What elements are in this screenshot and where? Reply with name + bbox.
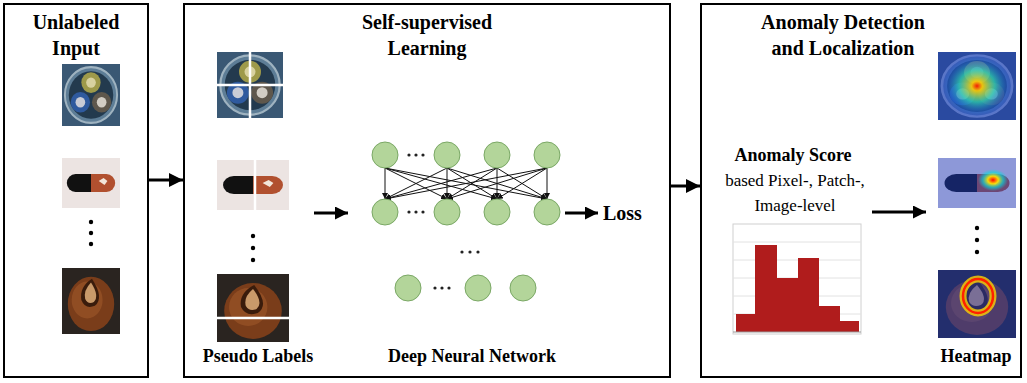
neuron (510, 275, 536, 301)
hazelnut-photo (217, 274, 289, 342)
heat-overlay (938, 270, 1016, 338)
ellipsis-dot (407, 210, 410, 213)
drawing-part (149, 180, 700, 186)
ellipsis-dot (414, 153, 417, 156)
ellipsis-dot (251, 258, 255, 262)
loss-label: Loss (603, 201, 642, 225)
neuron (534, 199, 560, 225)
neuron (434, 142, 460, 168)
network-link (547, 168, 548, 199)
neuron (484, 199, 510, 225)
network-link (385, 168, 447, 199)
histogram-bar (798, 258, 819, 332)
cut-line (217, 84, 283, 87)
ellipsis-dot (251, 246, 255, 250)
panel-box: Unlabeled Input (3, 3, 149, 378)
network-link (385, 168, 447, 199)
network-link (385, 168, 386, 199)
cut-line (217, 317, 289, 320)
ellipsis-dot (975, 238, 979, 242)
grid-line (733, 242, 861, 243)
neuron (465, 275, 491, 301)
panel-title: Unlabeled Input (11, 9, 141, 61)
flow-arrow (671, 185, 700, 188)
ellipsis-dot (89, 220, 93, 224)
panel-box: Anomaly Detection and Localization (700, 3, 1022, 378)
ellipsis-dot (476, 250, 479, 253)
cable-photo (217, 52, 283, 118)
neuron (372, 199, 398, 225)
neuron (395, 275, 421, 301)
histogram-bars (736, 245, 859, 332)
section-caption: Deep Neural Network (388, 345, 556, 367)
ellipsis-dot (407, 153, 410, 156)
ellipsis-dot (433, 286, 436, 289)
network-link (497, 168, 547, 199)
heat-ring (963, 279, 993, 313)
ellipsis-dot (975, 226, 979, 230)
histogram-bar (777, 278, 798, 332)
cable-photo (938, 52, 1016, 120)
cut-line (254, 160, 257, 210)
score-heading: Anomaly Score (734, 144, 851, 166)
network-link (447, 168, 547, 199)
heat-overlay (938, 158, 1016, 208)
flow-arrow (872, 211, 926, 214)
ellipsis-dot (414, 210, 417, 213)
panel-title: Self-supervised Learning (327, 9, 527, 61)
neuron (534, 142, 560, 168)
ellipsis-dot (460, 250, 463, 253)
network-link (385, 168, 547, 199)
grid-line (733, 260, 861, 261)
heat-overlay (938, 52, 1016, 120)
flow-arrow (565, 212, 598, 215)
heat-spot (941, 54, 1013, 118)
network-link (447, 168, 497, 199)
network-link (385, 168, 497, 199)
panel-title: Anomaly Detection and Localization (746, 9, 941, 61)
panel-box: Self-supervised Learning (183, 3, 671, 378)
score-description: based Pixel-, Patch-, Image-level (724, 168, 866, 218)
heat-spot (978, 169, 1008, 191)
capsule-photo (938, 158, 1016, 208)
ellipsis-dot (251, 234, 255, 238)
cable-photo (62, 64, 120, 126)
histogram-frame (733, 224, 861, 334)
ellipsis-dot (89, 242, 93, 246)
neuron (484, 142, 510, 168)
hazelnut-photo (62, 268, 120, 334)
section-caption: Heatmap (941, 345, 1012, 367)
ellipsis-dot (447, 286, 450, 289)
section-caption: Pseudo Labels (203, 345, 314, 367)
hazelnut-photo (938, 270, 1016, 338)
ellipsis-dot (421, 153, 424, 156)
network-link (385, 168, 547, 199)
network-link (385, 168, 497, 199)
ellipsis-dot (421, 210, 424, 213)
histogram-bar (840, 321, 859, 332)
ellipsis-dot (975, 250, 979, 254)
network-link (447, 168, 448, 199)
capsule-photo (62, 158, 120, 208)
network-link (447, 168, 547, 199)
ellipsis-dot (89, 231, 93, 235)
ellipsis-dot (440, 286, 443, 289)
histogram-bar (819, 306, 840, 332)
flow-arrow (149, 179, 183, 182)
network-link (447, 168, 497, 199)
capsule-photo (217, 160, 289, 210)
network-links (385, 168, 547, 199)
flow-arrow (314, 212, 348, 215)
neuron (434, 199, 460, 225)
neuron (372, 142, 398, 168)
histogram-axis (733, 332, 861, 333)
histogram-bar (736, 314, 755, 332)
ellipsis-dot (468, 250, 471, 253)
network-neurons (372, 142, 560, 301)
heat-ring (963, 279, 993, 313)
network-ellipsis (407, 153, 479, 289)
histogram-bar (755, 245, 777, 332)
